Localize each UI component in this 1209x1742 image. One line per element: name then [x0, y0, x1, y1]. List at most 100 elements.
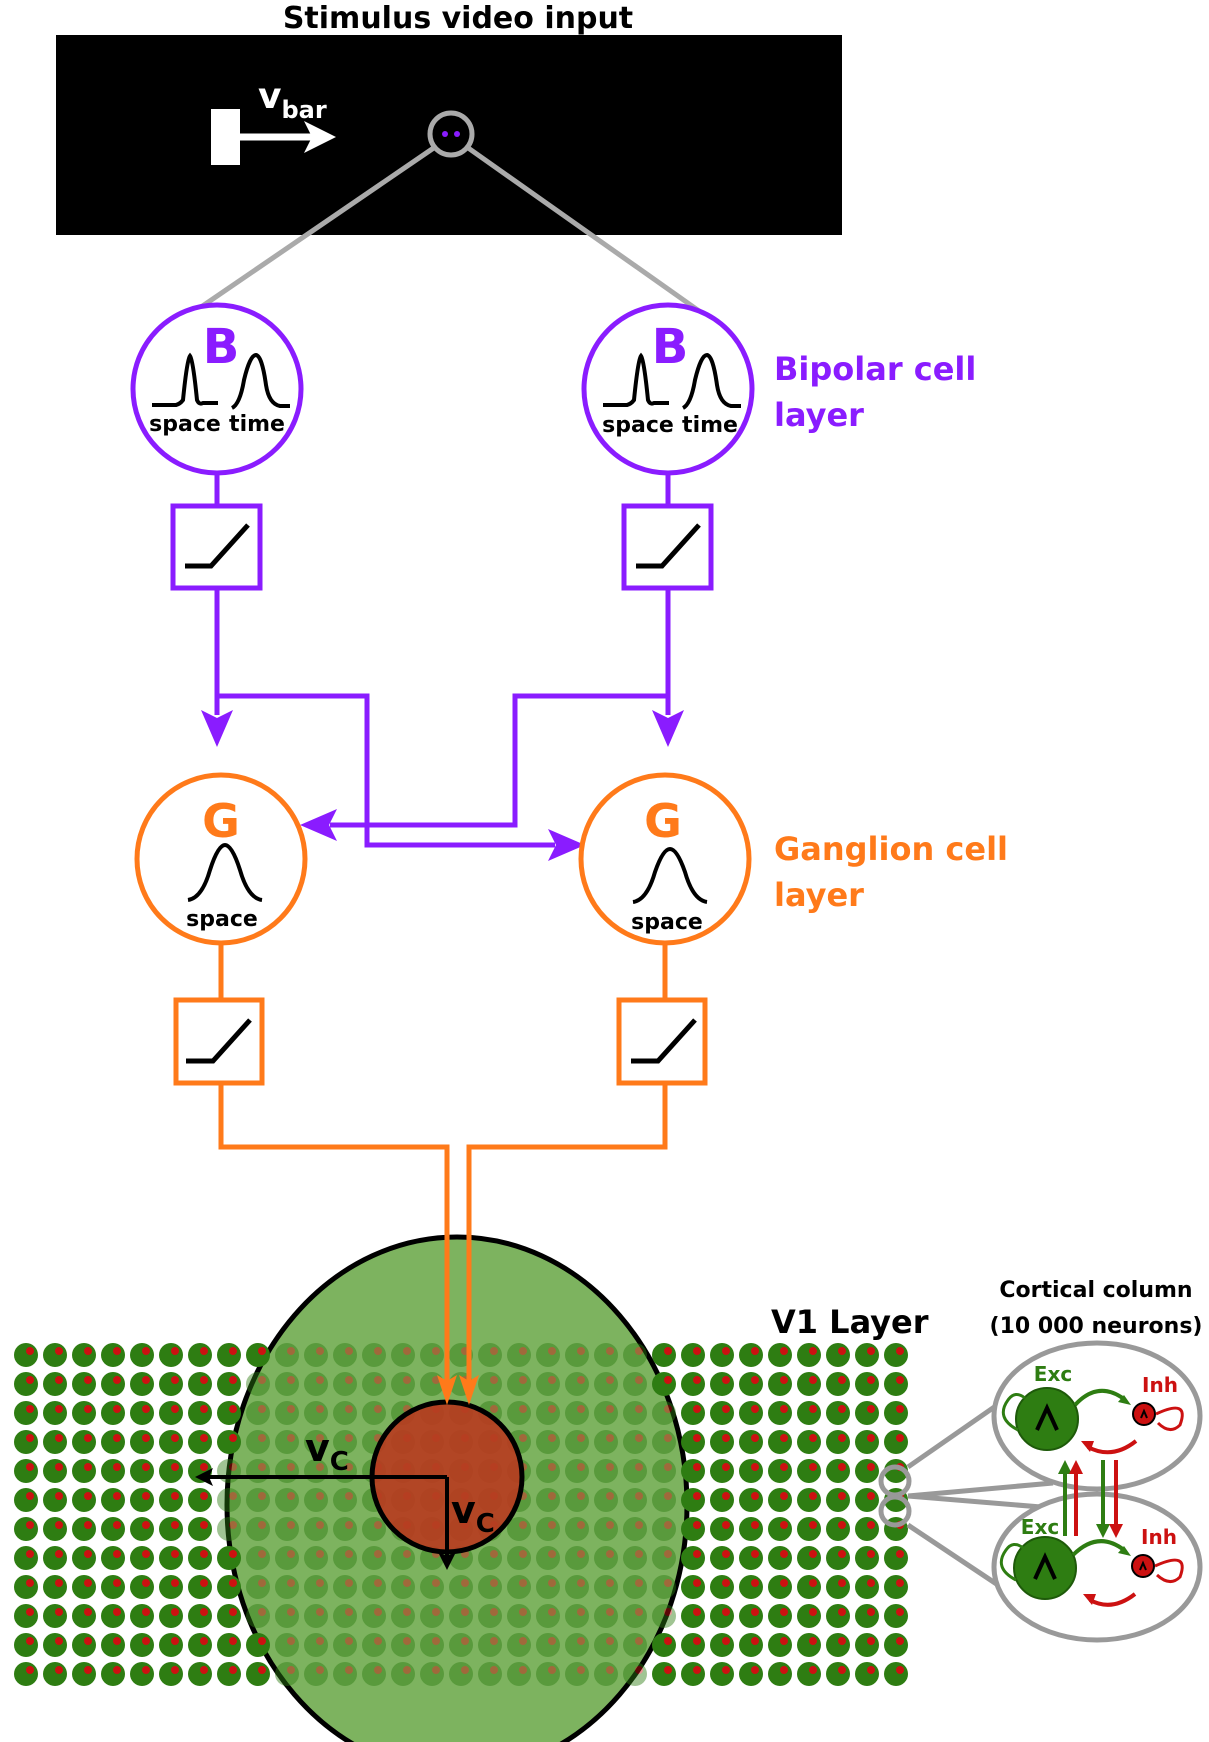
v1-neuron [275, 1575, 299, 1599]
v1-neuron [420, 1575, 444, 1599]
v1-neuron [217, 1604, 241, 1628]
v1-neuron [797, 1372, 821, 1396]
v1-neuron [304, 1430, 328, 1454]
v1-neuron [536, 1459, 560, 1483]
column-title-line2: (10 000 neurons) [990, 1314, 1203, 1339]
v1-neuron [217, 1343, 241, 1367]
bipolar-arrowheads [201, 710, 684, 861]
v1-neuron [507, 1517, 531, 1541]
stimulus-zoom-lens [183, 110, 711, 321]
v1-neuron [72, 1604, 96, 1628]
v1-neuron [391, 1575, 415, 1599]
v1-neuron [681, 1372, 705, 1396]
v1-neuron [594, 1343, 618, 1367]
v1-neuron [246, 1343, 270, 1367]
ganglion-letter: G [644, 794, 682, 848]
v1-neuron [710, 1401, 734, 1425]
v1-neuron [304, 1372, 328, 1396]
v1-neuron [739, 1459, 763, 1483]
v1-neuron [478, 1546, 502, 1570]
ganglion-layer-label-line1: Ganglion cell [774, 830, 1008, 868]
v1-neuron [797, 1604, 821, 1628]
v1-neuron [246, 1401, 270, 1425]
v1-neuron [768, 1662, 792, 1686]
v1-neuron [43, 1430, 67, 1454]
kernel-space-label: space [149, 412, 221, 437]
v1-neuron [72, 1401, 96, 1425]
v1-neuron [217, 1488, 241, 1512]
v1-neuron [333, 1343, 357, 1367]
v1-neuron [739, 1633, 763, 1657]
v1-neuron [362, 1517, 386, 1541]
kernel-time-label: time [229, 412, 285, 437]
v1-neuron [246, 1546, 270, 1570]
spatial-kernel-icon [603, 352, 669, 407]
v1-neuron [797, 1662, 821, 1686]
v1-neuron [333, 1372, 357, 1396]
v1-neuron [14, 1343, 38, 1367]
v1-neuron [304, 1546, 328, 1570]
v1-neuron [507, 1575, 531, 1599]
v1-neuron [565, 1546, 589, 1570]
v1-neuron [623, 1604, 647, 1628]
v1-neuron [391, 1633, 415, 1657]
v1-neuron [739, 1372, 763, 1396]
v1-neuron [188, 1430, 212, 1454]
v1-neuron [362, 1662, 386, 1686]
v1-neuron [565, 1459, 589, 1483]
v1-neuron [623, 1459, 647, 1483]
v1-neuron [652, 1430, 676, 1454]
v-bar-label: vbar [258, 76, 327, 124]
v1-neuron [797, 1430, 821, 1454]
v1-neuron [768, 1633, 792, 1657]
v1-neuron [130, 1546, 154, 1570]
v1-neuron [768, 1546, 792, 1570]
v1-neuron [594, 1517, 618, 1541]
v1-neuron [797, 1401, 821, 1425]
v1-neuron [768, 1604, 792, 1628]
v1-neuron [217, 1372, 241, 1396]
v1-neuron [739, 1604, 763, 1628]
v1-neuron [478, 1343, 502, 1367]
v1-neuron [188, 1343, 212, 1367]
v1-neuron [159, 1401, 183, 1425]
v1-neuron [855, 1459, 879, 1483]
v1-neuron [884, 1372, 908, 1396]
bipolar-cell-left: B space time [130, 302, 304, 476]
v1-neuron [739, 1546, 763, 1570]
v1-neuron [623, 1430, 647, 1454]
v1-neuron [43, 1517, 67, 1541]
v1-neuron [855, 1575, 879, 1599]
v1-neuron [333, 1604, 357, 1628]
v1-neuron [681, 1430, 705, 1454]
v1-neuron [536, 1488, 560, 1512]
v1-neuron [101, 1372, 125, 1396]
v1-neuron [768, 1488, 792, 1512]
v1-neuron [768, 1459, 792, 1483]
v1-neuron [652, 1633, 676, 1657]
v1-neuron [420, 1343, 444, 1367]
v1-neuron [130, 1604, 154, 1628]
v1-neuron [362, 1633, 386, 1657]
v1-neuron [362, 1401, 386, 1425]
v1-neuron [826, 1517, 850, 1541]
v1-neuron [275, 1604, 299, 1628]
bipolar-letter: B [652, 319, 689, 375]
v1-neuron [333, 1517, 357, 1541]
v1-neuron [768, 1517, 792, 1541]
v1-neuron [739, 1517, 763, 1541]
inter-column-arrowheads [1058, 1460, 1123, 1538]
v1-neuron [594, 1662, 618, 1686]
temporal-kernel-icon [230, 352, 290, 410]
v1-neuron [159, 1517, 183, 1541]
excitatory-population [1015, 1387, 1079, 1451]
v1-neuron [43, 1488, 67, 1512]
v1-neuron [855, 1662, 879, 1686]
v1-neuron [739, 1430, 763, 1454]
ganglion-layer-label-line2: layer [774, 876, 864, 914]
v1-neuron [391, 1372, 415, 1396]
v1-neuron [449, 1633, 473, 1657]
v1-neuron [536, 1430, 560, 1454]
v1-neuron [565, 1575, 589, 1599]
v1-neuron [217, 1546, 241, 1570]
